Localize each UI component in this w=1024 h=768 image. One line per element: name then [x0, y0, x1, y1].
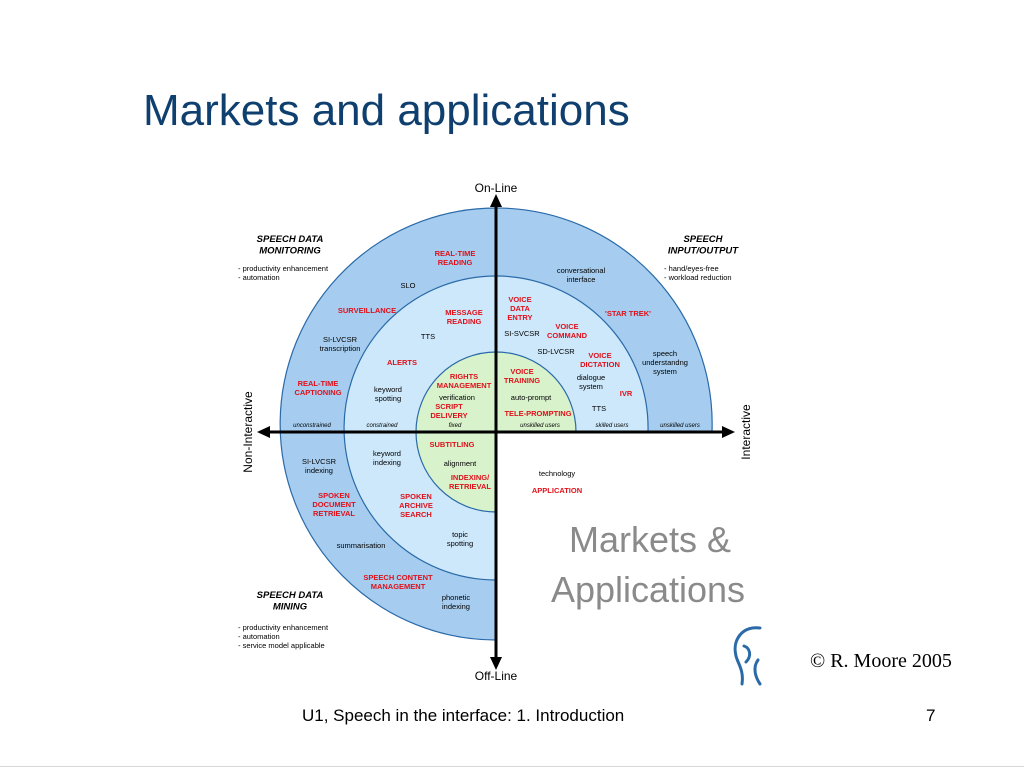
axis-arrow-up — [490, 194, 502, 207]
diagram-label-technology: technology — [539, 469, 576, 478]
axis-arrow-down — [490, 657, 502, 670]
scale-skilled: skilled users — [595, 423, 628, 429]
scale-unskilled-outer: unskilled users — [660, 423, 700, 429]
corner-bullets-input-output: - hand/eyes-free- workload reduction — [664, 264, 732, 282]
diagram-label-application: APPLICATION — [532, 486, 582, 495]
scale-fixed: fixed — [449, 423, 462, 429]
corner-bullets-mining: - productivity enhancement- automation- … — [238, 623, 329, 650]
axis-label-offline: Off-Line — [475, 669, 518, 683]
diagram-label-star-trek: 'STAR TREK' — [605, 309, 651, 318]
footer-title: U1, Speech in the interface: 1. Introduc… — [302, 706, 625, 725]
diagram-label-verification: verification — [439, 393, 475, 402]
logo-text-applications: Applications — [551, 569, 745, 610]
scale-constrained: constrained — [366, 423, 398, 429]
diagram-label-tele-prompting: TELE-PROMPTING — [504, 409, 571, 418]
diagram-label-si-svcsr: SI-SVCSR — [504, 329, 540, 338]
page-number: 7 — [926, 706, 936, 725]
diagram-label-summarisation: summarisation — [337, 541, 386, 550]
diagram-label-auto-prompt: auto-prompt — [511, 393, 552, 402]
diagram-label-ivr: IVR — [620, 389, 633, 398]
scale-unconstrained: unconstrained — [293, 423, 331, 429]
corner-bullets-monitoring: - productivity enhancement- automation — [238, 264, 329, 282]
diagram-label-sd-lvcsr: SD-LVCSR — [537, 347, 575, 356]
axis-label-online: On-Line — [475, 181, 518, 195]
scale-unskilled-inner: unskilled users — [520, 423, 560, 429]
logo-head-icon — [733, 626, 762, 686]
diagram-label-alerts: ALERTS — [387, 358, 417, 367]
logo-text-markets: Markets & — [569, 519, 731, 560]
diagram-label-tts-top: TTS — [421, 332, 435, 341]
axis-label-interactive: Interactive — [739, 404, 753, 460]
diagram-label-alignment: alignment — [444, 459, 477, 468]
diagram-label-slo: SLO — [400, 281, 415, 290]
slide-title: Markets and applications — [143, 86, 630, 135]
diagram-label-indexing-retrieval: INDEXING/RETRIEVAL — [449, 473, 491, 491]
diagram-label-tts-right: TTS — [592, 404, 606, 413]
diagram-label-subtitling: SUBTITLING — [430, 440, 475, 449]
bottom-divider — [0, 766, 1024, 767]
axis-arrow-left — [257, 426, 270, 438]
diagram-label-surveillance: SURVEILLANCE — [338, 306, 396, 315]
copyright-notice: © R. Moore 2005 — [810, 650, 952, 672]
axis-arrow-right — [722, 426, 735, 438]
axis-label-non-interactive: Non-Interactive — [241, 391, 255, 473]
